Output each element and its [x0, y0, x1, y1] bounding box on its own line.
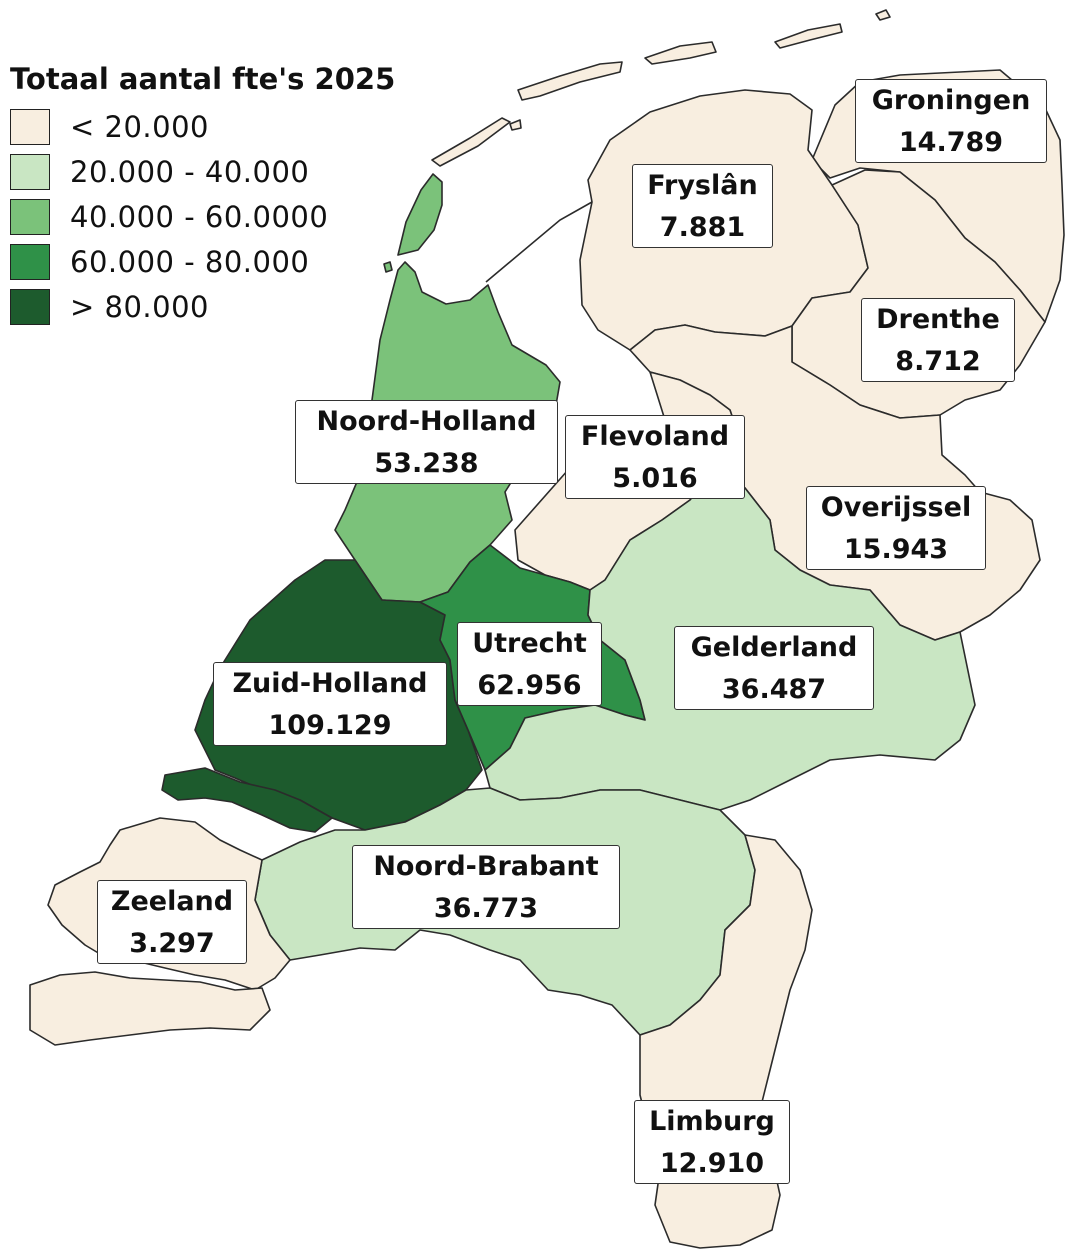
legend-item: 60.000 - 80.000 [10, 239, 395, 284]
label-overijssel: Overijssel 15.943 [806, 486, 986, 570]
label-groningen: Groningen 14.789 [855, 79, 1047, 163]
province-zeeuws-vlaanderen [29, 971, 271, 1046]
province-name: Zeeland [110, 886, 234, 917]
province-value: 36.487 [721, 674, 827, 705]
province-name: Gelderland [690, 632, 858, 663]
province-value: 12.910 [659, 1148, 765, 1179]
legend-label: > 80.000 [70, 289, 209, 324]
label-zuid-holland: Zuid-Holland 109.129 [213, 662, 447, 746]
legend-item: < 20.000 [10, 104, 395, 149]
label-utrecht: Utrecht 62.956 [457, 622, 602, 706]
province-name: Overijssel [820, 492, 972, 523]
province-value: 62.956 [477, 670, 582, 701]
province-name: Utrecht [472, 628, 587, 659]
legend-item: 40.000 - 60.0000 [10, 194, 395, 239]
legend-label: 40.000 - 60.0000 [70, 199, 329, 234]
province-name: Flevoland [580, 421, 730, 452]
legend-title: Totaal aantal fte's 2025 [10, 62, 396, 96]
province-value: 15.943 [843, 534, 949, 565]
island-ameland [644, 41, 717, 65]
island-small-2 [383, 261, 393, 273]
legend-swatch [10, 288, 50, 325]
province-name: Drenthe [876, 304, 1000, 335]
province-value: 8.712 [895, 346, 981, 377]
province-value: 14.789 [898, 127, 1004, 158]
province-value: 7.881 [659, 212, 746, 243]
legend-label: 60.000 - 80.000 [70, 244, 310, 279]
province-goeree [161, 767, 333, 833]
province-name: Fryslân [647, 170, 758, 201]
label-noord-brabant: Noord-Brabant 36.773 [352, 845, 620, 929]
label-gelderland: Gelderland 36.487 [674, 626, 874, 710]
label-flevoland: Flevoland 5.016 [565, 415, 745, 499]
island-vlieland [431, 117, 511, 167]
legend-swatch [10, 108, 50, 145]
legend-swatch [10, 243, 50, 280]
island-small-1 [509, 119, 522, 131]
island-rottumeroog [875, 9, 891, 21]
label-limburg: Limburg 12.910 [634, 1100, 790, 1184]
afsluitdijk [485, 201, 593, 283]
label-zeeland: Zeeland 3.297 [97, 880, 247, 964]
legend-label: < 20.000 [70, 109, 209, 144]
province-name: Limburg [649, 1106, 775, 1137]
legend-item: > 80.000 [10, 284, 395, 329]
province-value: 36.773 [433, 893, 539, 924]
label-noord-holland: Noord-Holland 53.238 [295, 400, 558, 484]
province-value: 53.238 [374, 448, 479, 479]
legend: Totaal aantal fte's 2025 < 20.000 20.000… [10, 62, 395, 329]
province-name: Zuid-Holland [232, 668, 428, 699]
legend-swatch [10, 153, 50, 190]
province-value: 109.129 [268, 710, 392, 741]
province-value: 3.297 [129, 928, 215, 959]
island-schiermonnikoog [774, 23, 843, 49]
label-drenthe: Drenthe 8.712 [861, 298, 1015, 382]
province-name: Noord-Brabant [373, 851, 599, 882]
island-texel [397, 173, 443, 256]
province-value: 5.016 [612, 463, 698, 494]
label-fryslan: Fryslân 7.881 [632, 164, 773, 248]
province-name: Groningen [871, 85, 1031, 116]
province-name: Noord-Holland [316, 406, 537, 437]
legend-label: 20.000 - 40.000 [70, 154, 310, 189]
legend-swatch [10, 198, 50, 235]
island-terschelling [517, 61, 623, 101]
legend-item: 20.000 - 40.000 [10, 149, 395, 194]
